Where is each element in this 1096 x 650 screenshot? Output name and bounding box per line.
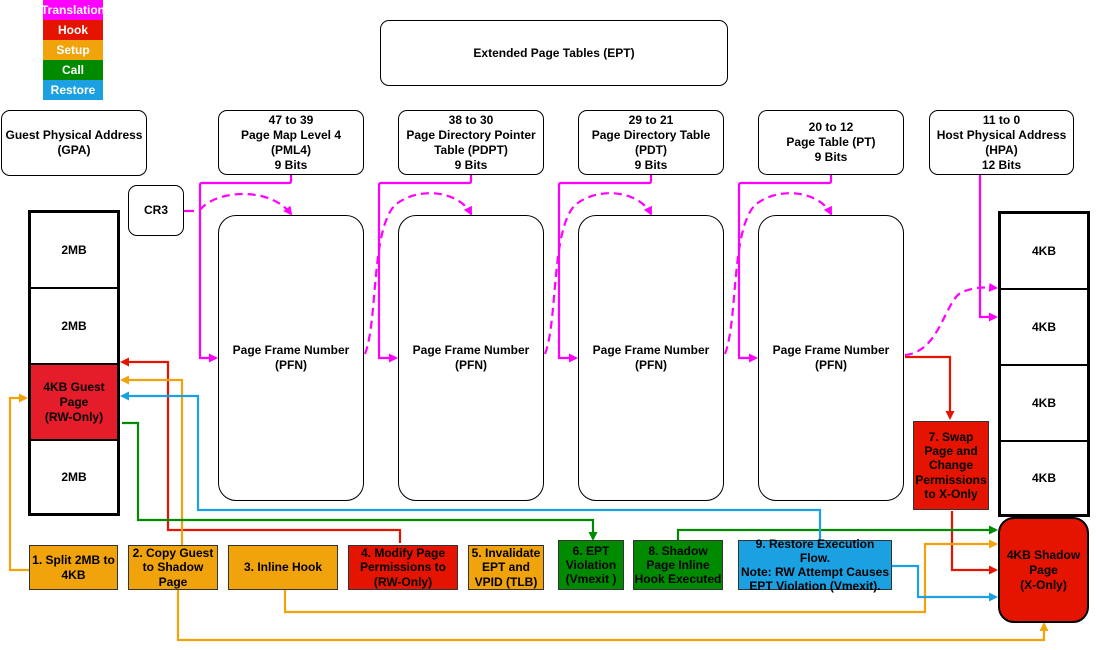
- step-7-swap-page: 7. Swap Page and Change Permissions to X…: [913, 421, 989, 510]
- setup-arrow-step1: [8, 393, 30, 572]
- pdt-pfn-table: Page Frame Number (PFN): [578, 215, 724, 501]
- host-memory-column: 4KB 4KB 4KB 4KB: [998, 211, 1090, 517]
- ept-title: Extended Page Tables (EPT): [380, 20, 728, 86]
- cr3-register: CR3: [128, 185, 184, 236]
- setup-arrow-step2-copy: [120, 375, 184, 545]
- host-block-4kb-3: 4KB: [1001, 366, 1087, 442]
- hpa-header: 11 to 0 Host Physical Address (HPA) 12 B…: [929, 110, 1074, 175]
- translation-arrow-pdpt: [377, 175, 473, 363]
- guest-page-4kb-rw-only: 4KB Guest Page (RW-Only): [31, 365, 117, 441]
- step-5-invalidate-tlb: 5. Invalidate EPT and VPID (TLB): [468, 545, 544, 590]
- gpa-label: Guest Physical Address (GPA): [1, 110, 147, 176]
- translation-arrow-pdt: [557, 175, 653, 363]
- call-arrow-step6: [122, 421, 598, 541]
- setup-arrow-step2: [176, 590, 1049, 642]
- pdpt-header: 38 to 30 Page Directory Pointer Table (P…: [398, 110, 544, 175]
- cr3-pointer-arrow: [199, 193, 293, 216]
- guest-block-2mb-3: 2MB: [61, 469, 87, 484]
- hook-arrow-swap-to-shadow: [950, 511, 998, 575]
- step-1-split: 1. Split 2MB to 4KB: [29, 545, 118, 590]
- call-arrow-step8: [676, 525, 998, 543]
- pfn-pointer-arrow-2: [543, 192, 652, 355]
- setup-arrow-step3: [283, 539, 998, 614]
- shadow-page-x-only: 4KB Shadow Page (X-Only): [998, 517, 1089, 623]
- step-2-copy: 2. Copy Guest to Shadow Page: [128, 545, 218, 590]
- legend-translation: Translation: [41, 0, 105, 20]
- pdt-header: 29 to 21 Page Directory Table (PDT) 9 Bi…: [578, 110, 724, 175]
- pfn-pointer-arrow-1: [363, 192, 472, 355]
- guest-block-2mb-2: 2MB: [31, 289, 117, 365]
- hook-arrow-pfn-to-swap: [905, 355, 955, 420]
- legend-hook: Hook: [43, 20, 103, 40]
- legend-call: Call: [43, 60, 103, 80]
- pt-pfn-table: Page Frame Number (PFN): [758, 215, 904, 501]
- step-6-ept-violation: 6. EPT Violation (Vmexit ): [558, 540, 624, 590]
- step-9-restore-execution: 9. Restore Execution Flow. Note: RW Atte…: [738, 537, 892, 593]
- pfn-pointer-arrow-4: [904, 282, 998, 357]
- legend-setup: Setup: [43, 40, 103, 60]
- pfn-pointer-arrow-3: [723, 192, 832, 355]
- host-block-4kb-1: 4KB: [1001, 214, 1087, 290]
- pml4-pfn-table: Page Frame Number (PFN): [218, 215, 364, 501]
- translation-arrow-pml4: [198, 175, 293, 363]
- guest-block-2mb-1: 2MB: [31, 213, 117, 289]
- step-4-modify-permissions: 4. Modify Page Permissions to (RW-Only): [348, 545, 458, 590]
- guest-memory-column: 2MB 2MB 4KB Guest Page (RW-Only) 2MB: [28, 210, 120, 516]
- hook-arrow-step4: [120, 357, 402, 543]
- step-8-shadow-hook-executed: 8. Shadow Page Inline Hook Executed: [633, 540, 723, 590]
- pdpt-pfn-table: Page Frame Number (PFN): [398, 215, 544, 501]
- restore-arrow-shadow: [892, 564, 998, 602]
- step-3-inline-hook: 3. Inline Hook: [228, 545, 338, 590]
- legend-restore: Restore: [43, 80, 103, 100]
- host-block-4kb-2: 4KB: [1001, 290, 1087, 366]
- pt-header: 20 to 12 Page Table (PT) 9 Bits: [758, 110, 904, 175]
- restore-arrow-step9: [120, 391, 822, 543]
- host-block-4kb-4: 4KB: [1031, 470, 1056, 485]
- pml4-header: 47 to 39 Page Map Level 4 (PML4) 9 Bits: [218, 110, 364, 175]
- translation-arrow-hpa: [978, 175, 998, 322]
- translation-arrow-pt: [737, 175, 833, 363]
